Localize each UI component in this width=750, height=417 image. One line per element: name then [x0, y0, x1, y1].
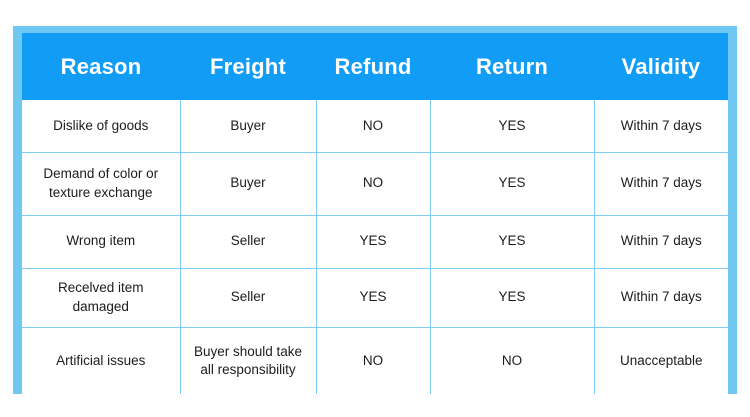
cell-refund: NO	[315, 326, 431, 394]
column-header-validity: Validity	[594, 33, 728, 100]
cell-freight: Buyer should take all responsibility	[179, 326, 317, 394]
cell-validity: Within 7 days	[593, 267, 728, 328]
cell-return: YES	[429, 214, 595, 269]
table-header: Reason Freight Refund Return Validity	[22, 33, 728, 100]
cell-validity: Within 7 days	[593, 100, 728, 153]
cell-reason: Artificial issues	[22, 326, 181, 394]
table-row: Recelved item damaged Seller YES YES Wit…	[22, 267, 728, 328]
return-refund-policy-table: Reason Freight Refund Return Validity Di…	[22, 33, 728, 394]
table-row: Demand of color or texture exchange Buye…	[22, 151, 728, 216]
column-header-refund: Refund	[316, 33, 430, 100]
cell-validity: Within 7 days	[593, 214, 728, 269]
cell-return: NO	[429, 326, 595, 394]
cell-validity: Within 7 days	[593, 151, 728, 216]
cell-return: YES	[429, 267, 595, 328]
table-header-row: Reason Freight Refund Return Validity	[22, 33, 728, 100]
column-header-reason: Reason	[22, 33, 180, 100]
table-body: Dislike of goods Buyer NO YES Within 7 d…	[22, 100, 728, 394]
cell-reason: Wrong item	[22, 214, 181, 269]
table-row: Dislike of goods Buyer NO YES Within 7 d…	[22, 100, 728, 153]
cell-return: YES	[429, 151, 595, 216]
table-frame: Reason Freight Refund Return Validity Di…	[13, 26, 737, 394]
column-header-return: Return	[430, 33, 594, 100]
cell-return: YES	[429, 100, 595, 153]
cell-refund: NO	[315, 151, 431, 216]
cell-reason: Demand of color or texture exchange	[22, 151, 181, 216]
column-header-freight: Freight	[180, 33, 316, 100]
cell-refund: YES	[315, 214, 431, 269]
cell-freight: Seller	[179, 267, 317, 328]
cell-refund: NO	[315, 100, 431, 153]
cell-freight: Seller	[179, 214, 317, 269]
cell-refund: YES	[315, 267, 431, 328]
cell-freight: Buyer	[179, 151, 317, 216]
cell-freight: Buyer	[179, 100, 317, 153]
cell-validity: Unacceptable	[593, 326, 728, 394]
cell-reason: Recelved item damaged	[22, 267, 181, 328]
cell-reason: Dislike of goods	[22, 100, 181, 153]
table-row: Artificial issues Buyer should take all …	[22, 326, 728, 394]
table-row: Wrong item Seller YES YES Within 7 days	[22, 214, 728, 269]
